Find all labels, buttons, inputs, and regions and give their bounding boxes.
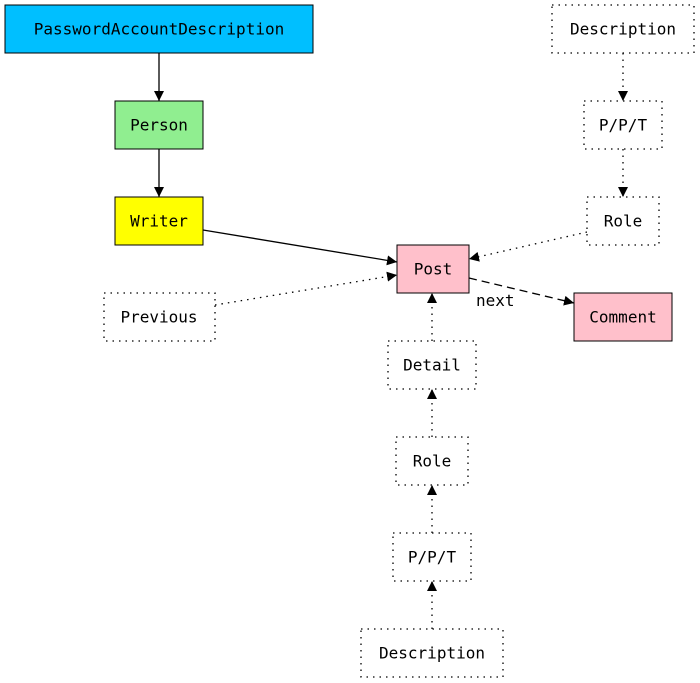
node-detail[interactable]: Detail — [387, 340, 477, 390]
node-box — [586, 196, 660, 246]
node-box — [395, 436, 469, 486]
node-post[interactable]: Post — [396, 244, 470, 294]
node-ppt-bottom[interactable]: P/P/T — [392, 532, 472, 582]
node-ppt-top[interactable]: P/P/T — [583, 100, 663, 150]
node-box — [583, 100, 663, 150]
node-previous[interactable]: Previous — [103, 292, 216, 342]
edge-post-to-comment — [468, 277, 575, 306]
node-label: PasswordAccountDescription — [34, 20, 284, 39]
node-label: Role — [413, 452, 452, 471]
node-box — [396, 244, 470, 294]
edges-layer: next — [154, 53, 628, 629]
node-label: P/P/T — [408, 548, 457, 567]
node-box — [387, 340, 477, 390]
node-box — [392, 532, 472, 582]
node-label: Comment — [589, 308, 656, 327]
edge-role-top-to-post — [468, 231, 588, 262]
node-label: Description — [570, 20, 676, 39]
node-comment[interactable]: Comment — [573, 292, 673, 342]
node-description-bottom[interactable]: Description — [360, 628, 504, 678]
node-label: Description — [379, 644, 485, 663]
node-box — [103, 292, 216, 342]
node-label: Role — [604, 212, 643, 231]
node-label: P/P/T — [599, 116, 648, 135]
node-label: Person — [130, 116, 188, 135]
edge-label-next: next — [476, 291, 515, 310]
node-label: Previous — [120, 308, 197, 327]
node-person[interactable]: Person — [114, 100, 204, 150]
node-box — [114, 196, 204, 246]
node-role-top[interactable]: Role — [586, 196, 660, 246]
node-label: Detail — [403, 356, 461, 375]
node-box — [114, 100, 204, 150]
nodes-layer: PasswordAccountDescription Person Writer… — [4, 4, 695, 678]
node-description-top[interactable]: Description — [551, 4, 695, 54]
node-label: Post — [414, 260, 453, 279]
node-label: Writer — [130, 212, 188, 231]
node-password-account-description[interactable]: PasswordAccountDescription — [4, 4, 314, 54]
edge-writer-to-post — [202, 229, 398, 266]
node-role-bottom[interactable]: Role — [395, 436, 469, 486]
node-box — [551, 4, 695, 54]
node-box — [573, 292, 673, 342]
edge-previous-to-post — [214, 271, 398, 306]
node-writer[interactable]: Writer — [114, 196, 204, 246]
node-box — [4, 4, 314, 54]
node-box — [360, 628, 504, 678]
